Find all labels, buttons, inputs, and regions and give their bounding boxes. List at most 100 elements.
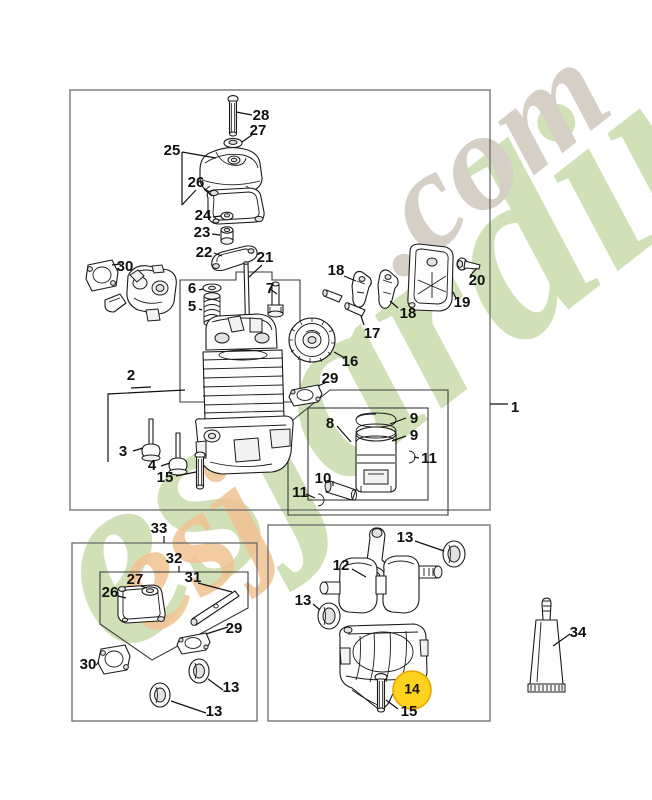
callout-intake-gasket[interactable]: 29: [322, 370, 339, 387]
callout-cover-washer[interactable]: 27: [250, 122, 267, 139]
callout-oil-seal-kit-b[interactable]: 13: [223, 679, 240, 696]
callout-adjuster-sleeve[interactable]: 23: [194, 224, 211, 241]
callout-sealant-tube[interactable]: 34: [570, 624, 587, 641]
part-15-cylinder-bolt: [194, 451, 206, 490]
callout-piston-pin[interactable]: 10: [315, 470, 332, 487]
callout-oil-seal-kit-a[interactable]: 13: [206, 703, 223, 720]
callout-cover-bolt[interactable]: 28: [253, 107, 270, 124]
callout-piston-ring-upper[interactable]: 9: [410, 410, 418, 427]
callout-adjuster-nut[interactable]: 24: [195, 207, 212, 224]
callout-valve-chamber-cover[interactable]: 19: [454, 294, 471, 311]
part-23-adjuster-sleeve: [220, 226, 234, 245]
part-24-adjuster-nut: [220, 211, 234, 221]
leader-31: [197, 582, 233, 593]
leader-27b: [140, 585, 148, 589]
callout-dipstick-rod[interactable]: 31: [185, 569, 202, 586]
callout-intake-valve[interactable]: 3: [119, 443, 127, 460]
leader-22: [213, 252, 223, 257]
callout-carburetor-insulator-kit[interactable]: 30: [80, 656, 97, 673]
crank-frame: [267, 524, 491, 722]
callout-valve-cover-gasket[interactable]: 26: [188, 174, 205, 191]
callout-rocker-bridge[interactable]: 22: [196, 244, 213, 261]
leader-4: [160, 462, 171, 467]
callout-push-rod[interactable]: 21: [257, 249, 274, 266]
carburetor-body: [104, 264, 177, 322]
part-6-spring-retainer: [202, 283, 222, 293]
leader-29b: [205, 626, 229, 635]
leader-19: [452, 291, 457, 299]
leader-20: [469, 267, 478, 277]
callout-gasket-set-complete[interactable]: 33: [151, 520, 168, 537]
part-2-cylinder-block: [195, 313, 294, 475]
callout-camshaft-gear[interactable]: 16: [342, 353, 359, 370]
leader-21: [248, 264, 263, 278]
part-7-valve-guide: [267, 281, 284, 318]
callout-spring-retainer[interactable]: 6: [188, 280, 196, 297]
callout-valve-cover-gasket-kit[interactable]: 26: [102, 584, 119, 601]
part-25-valve-cover: [199, 146, 263, 194]
part-9-piston-rings: [355, 412, 397, 444]
part-34-sealant-tube: [527, 597, 566, 693]
leader-17: [360, 315, 365, 326]
valvetrain-subframe: [179, 271, 301, 403]
leader-18a: [343, 275, 357, 282]
callout-rocker-shaft-pin[interactable]: 17: [364, 325, 381, 342]
leader-26: [203, 188, 213, 197]
callout-valve-guide[interactable]: 7: [266, 280, 274, 297]
part-15-crankcase-bolt: [374, 673, 388, 713]
callout-carburetor-insulator[interactable]: 30: [117, 258, 134, 275]
leader-12: [351, 568, 367, 578]
leader-3: [132, 447, 144, 452]
leader-29a: [317, 381, 328, 387]
leader-9a: [389, 417, 407, 425]
part-31-dipstick-rod: [190, 590, 240, 626]
part-11-circlip-left: [317, 493, 325, 507]
part-29-gasket-kit: [176, 632, 211, 655]
leader-26b: [117, 595, 127, 599]
callout-piston[interactable]: 8: [326, 415, 334, 432]
callout-cover-screw[interactable]: 20: [469, 272, 486, 289]
callout-valve-spring[interactable]: 5: [188, 298, 196, 315]
callout-oil-seal-lower[interactable]: 13: [295, 592, 312, 609]
callout-rocker-arm-left[interactable]: 18: [328, 262, 345, 279]
callout-piston-ring-lower[interactable]: 9: [410, 427, 418, 444]
leader-18b: [389, 300, 399, 309]
callout-crankshaft[interactable]: 12: [333, 557, 350, 574]
callout-valve-cover[interactable]: 25: [164, 142, 181, 159]
callout-oil-seal-upper[interactable]: 13: [397, 529, 414, 546]
callout-circlip-right[interactable]: 11: [421, 450, 437, 467]
leader-15b: [385, 699, 399, 710]
leader-30: [111, 263, 122, 266]
leader-8: [336, 425, 352, 443]
callout-cylinder-block[interactable]: 2: [127, 367, 135, 384]
callout-cover-washer-kit[interactable]: 27: [127, 571, 144, 588]
part-27-washer-kit: [141, 586, 159, 596]
callout-rocker-arm-right[interactable]: 18: [400, 305, 417, 322]
leader-34: [552, 633, 571, 647]
part-22-rocker-bridge: [211, 245, 258, 272]
part-17-rocker-shaft-pins: [322, 289, 366, 317]
callout-circlip-left[interactable]: 11: [292, 484, 308, 501]
part-13-seal-kit-b: [149, 682, 171, 708]
callout-crankcase-bolt[interactable]: 15: [401, 703, 418, 720]
part-8-piston: [355, 426, 397, 493]
leader-30b: [95, 661, 100, 666]
callout-cylinder-bolt[interactable]: 15: [157, 469, 174, 486]
leader-5: [198, 308, 203, 311]
part-4-exhaust-valve: [168, 432, 188, 476]
highlight-circle-14[interactable]: [392, 670, 432, 710]
leader-13a: [414, 540, 445, 552]
callout-crankcase-cover[interactable]: 14: [404, 681, 420, 697]
callout-exhaust-valve[interactable]: 4: [148, 457, 157, 474]
part-18-rocker-arm-right: [377, 269, 399, 309]
callout-intake-gasket-kit[interactable]: 29: [226, 620, 243, 637]
callout-gasket-set-small[interactable]: 32: [166, 550, 183, 567]
leader-13c: [207, 678, 224, 691]
part-16-camshaft-gear: [288, 317, 336, 363]
callout-complete-short-block[interactable]: 1: [511, 399, 519, 416]
part-26-valve-cover-gasket: [206, 187, 265, 225]
leader-13b: [312, 603, 321, 611]
leader-11b: [305, 493, 316, 499]
